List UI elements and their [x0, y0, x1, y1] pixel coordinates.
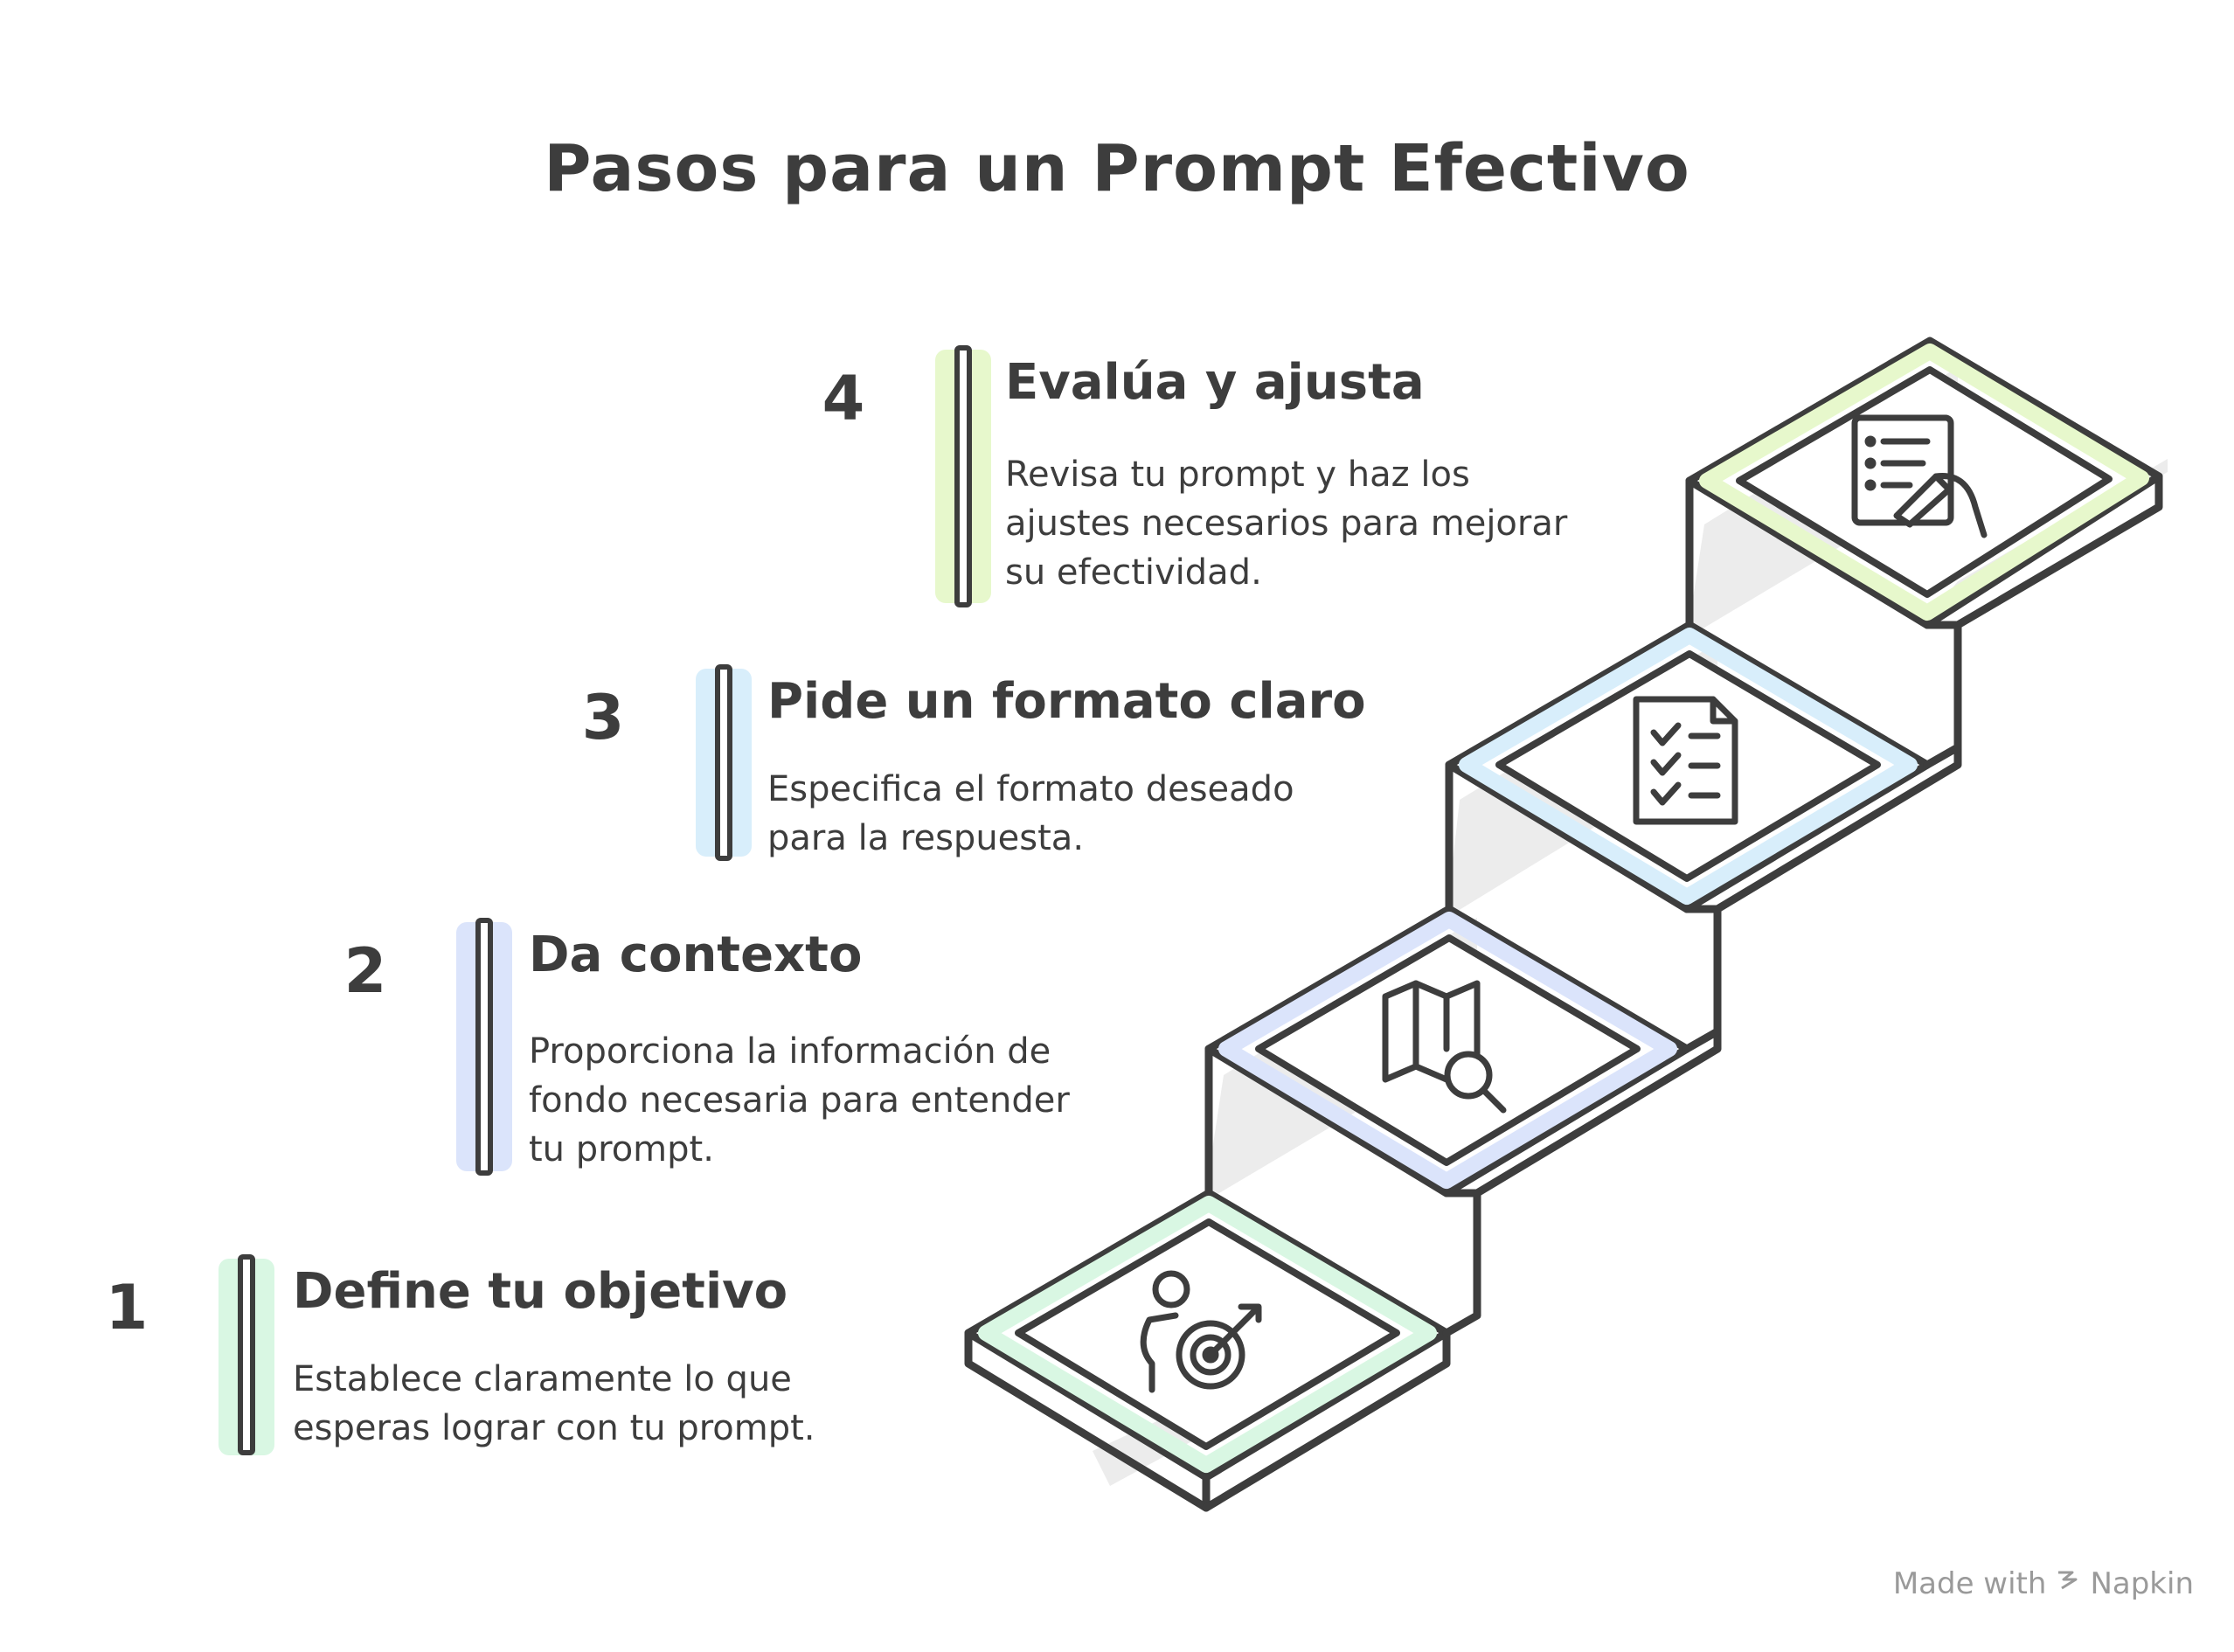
- footer-made-with: Made with: [1892, 1566, 2047, 1601]
- footer-attribution: Made with Napkin: [1893, 1566, 2194, 1601]
- step-3-description: Especifica el formato deseado para la re…: [767, 769, 1294, 858]
- step-number-3: 3: [581, 682, 625, 753]
- step-4-top: [1685, 337, 2163, 629]
- step-4-bar: [954, 345, 972, 607]
- map-search-icon: [1382, 980, 1507, 1114]
- step-1-title: Define tu objetivo: [293, 1263, 788, 1320]
- target-person-icon: [1140, 1270, 1262, 1393]
- page-title: Pasos para un Prompt Efectivo: [544, 131, 1690, 206]
- step-4-description: Revisa tu prompt y haz los ajustes neces…: [1005, 455, 1568, 593]
- step-2-description: Proporciona la información de fondo nece…: [529, 1031, 1070, 1170]
- step-number-2: 2: [343, 935, 387, 1007]
- checklist-icon: [1633, 696, 1738, 825]
- step-3-inner-frame: [1495, 650, 1881, 882]
- stair-outline: [964, 337, 2163, 1512]
- document-edit-icon: [1851, 414, 1988, 538]
- step-1-inner-frame: [1015, 1218, 1400, 1450]
- step-number-1: 1: [105, 1272, 149, 1343]
- step-1-description: Establece claramente lo que esperas logr…: [293, 1359, 815, 1448]
- footer-brand: Napkin: [2090, 1566, 2194, 1601]
- step-3-bar: [715, 664, 732, 861]
- step-1-bar: [238, 1254, 255, 1455]
- step-4-inner-frame: [1736, 366, 2113, 598]
- step-number-4: 4: [822, 363, 865, 434]
- step-3-title: Pide un formato claro: [767, 673, 1366, 730]
- step-2-title: Da contexto: [529, 927, 863, 983]
- step-4-title: Evalúa y ajusta: [1005, 354, 1425, 411]
- step-2-bar: [475, 918, 493, 1176]
- inner-frames: [978, 344, 2149, 1473]
- napkin-logo-icon: [2055, 1566, 2081, 1601]
